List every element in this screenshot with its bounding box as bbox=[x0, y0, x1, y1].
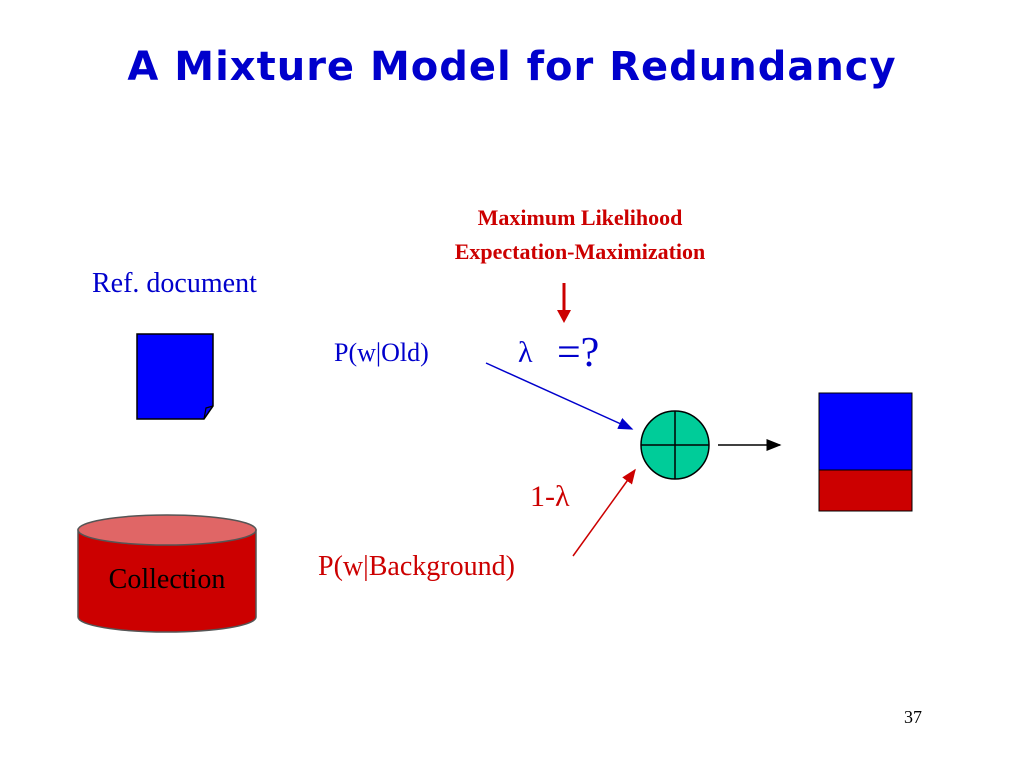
equals-question-label: =? bbox=[557, 330, 600, 376]
ref-document-label: Ref. document bbox=[92, 268, 257, 299]
slide-title: A Mixture Model for Redundancy bbox=[127, 44, 897, 90]
output-mixture-block bbox=[818, 392, 913, 512]
p-old-label: P(w|Old) bbox=[334, 338, 429, 367]
lambda-label: λ bbox=[518, 336, 533, 369]
one-minus-lambda-label: 1-λ bbox=[530, 480, 570, 513]
em-down-arrow bbox=[557, 283, 571, 323]
page-number: 37 bbox=[904, 707, 922, 727]
mixer-circle-icon bbox=[640, 410, 710, 480]
background-to-mixer-arrow bbox=[572, 468, 636, 557]
collection-label: Collection bbox=[108, 564, 226, 595]
em-label-line1: Maximum Likelihood bbox=[477, 205, 683, 230]
em-label-line2: Expectation-Maximization bbox=[454, 239, 706, 264]
document-icon bbox=[136, 333, 214, 420]
old-to-mixer-arrow bbox=[485, 362, 634, 430]
p-background-label: P(w|Background) bbox=[318, 551, 515, 582]
collection-cylinder-icon bbox=[77, 514, 257, 633]
